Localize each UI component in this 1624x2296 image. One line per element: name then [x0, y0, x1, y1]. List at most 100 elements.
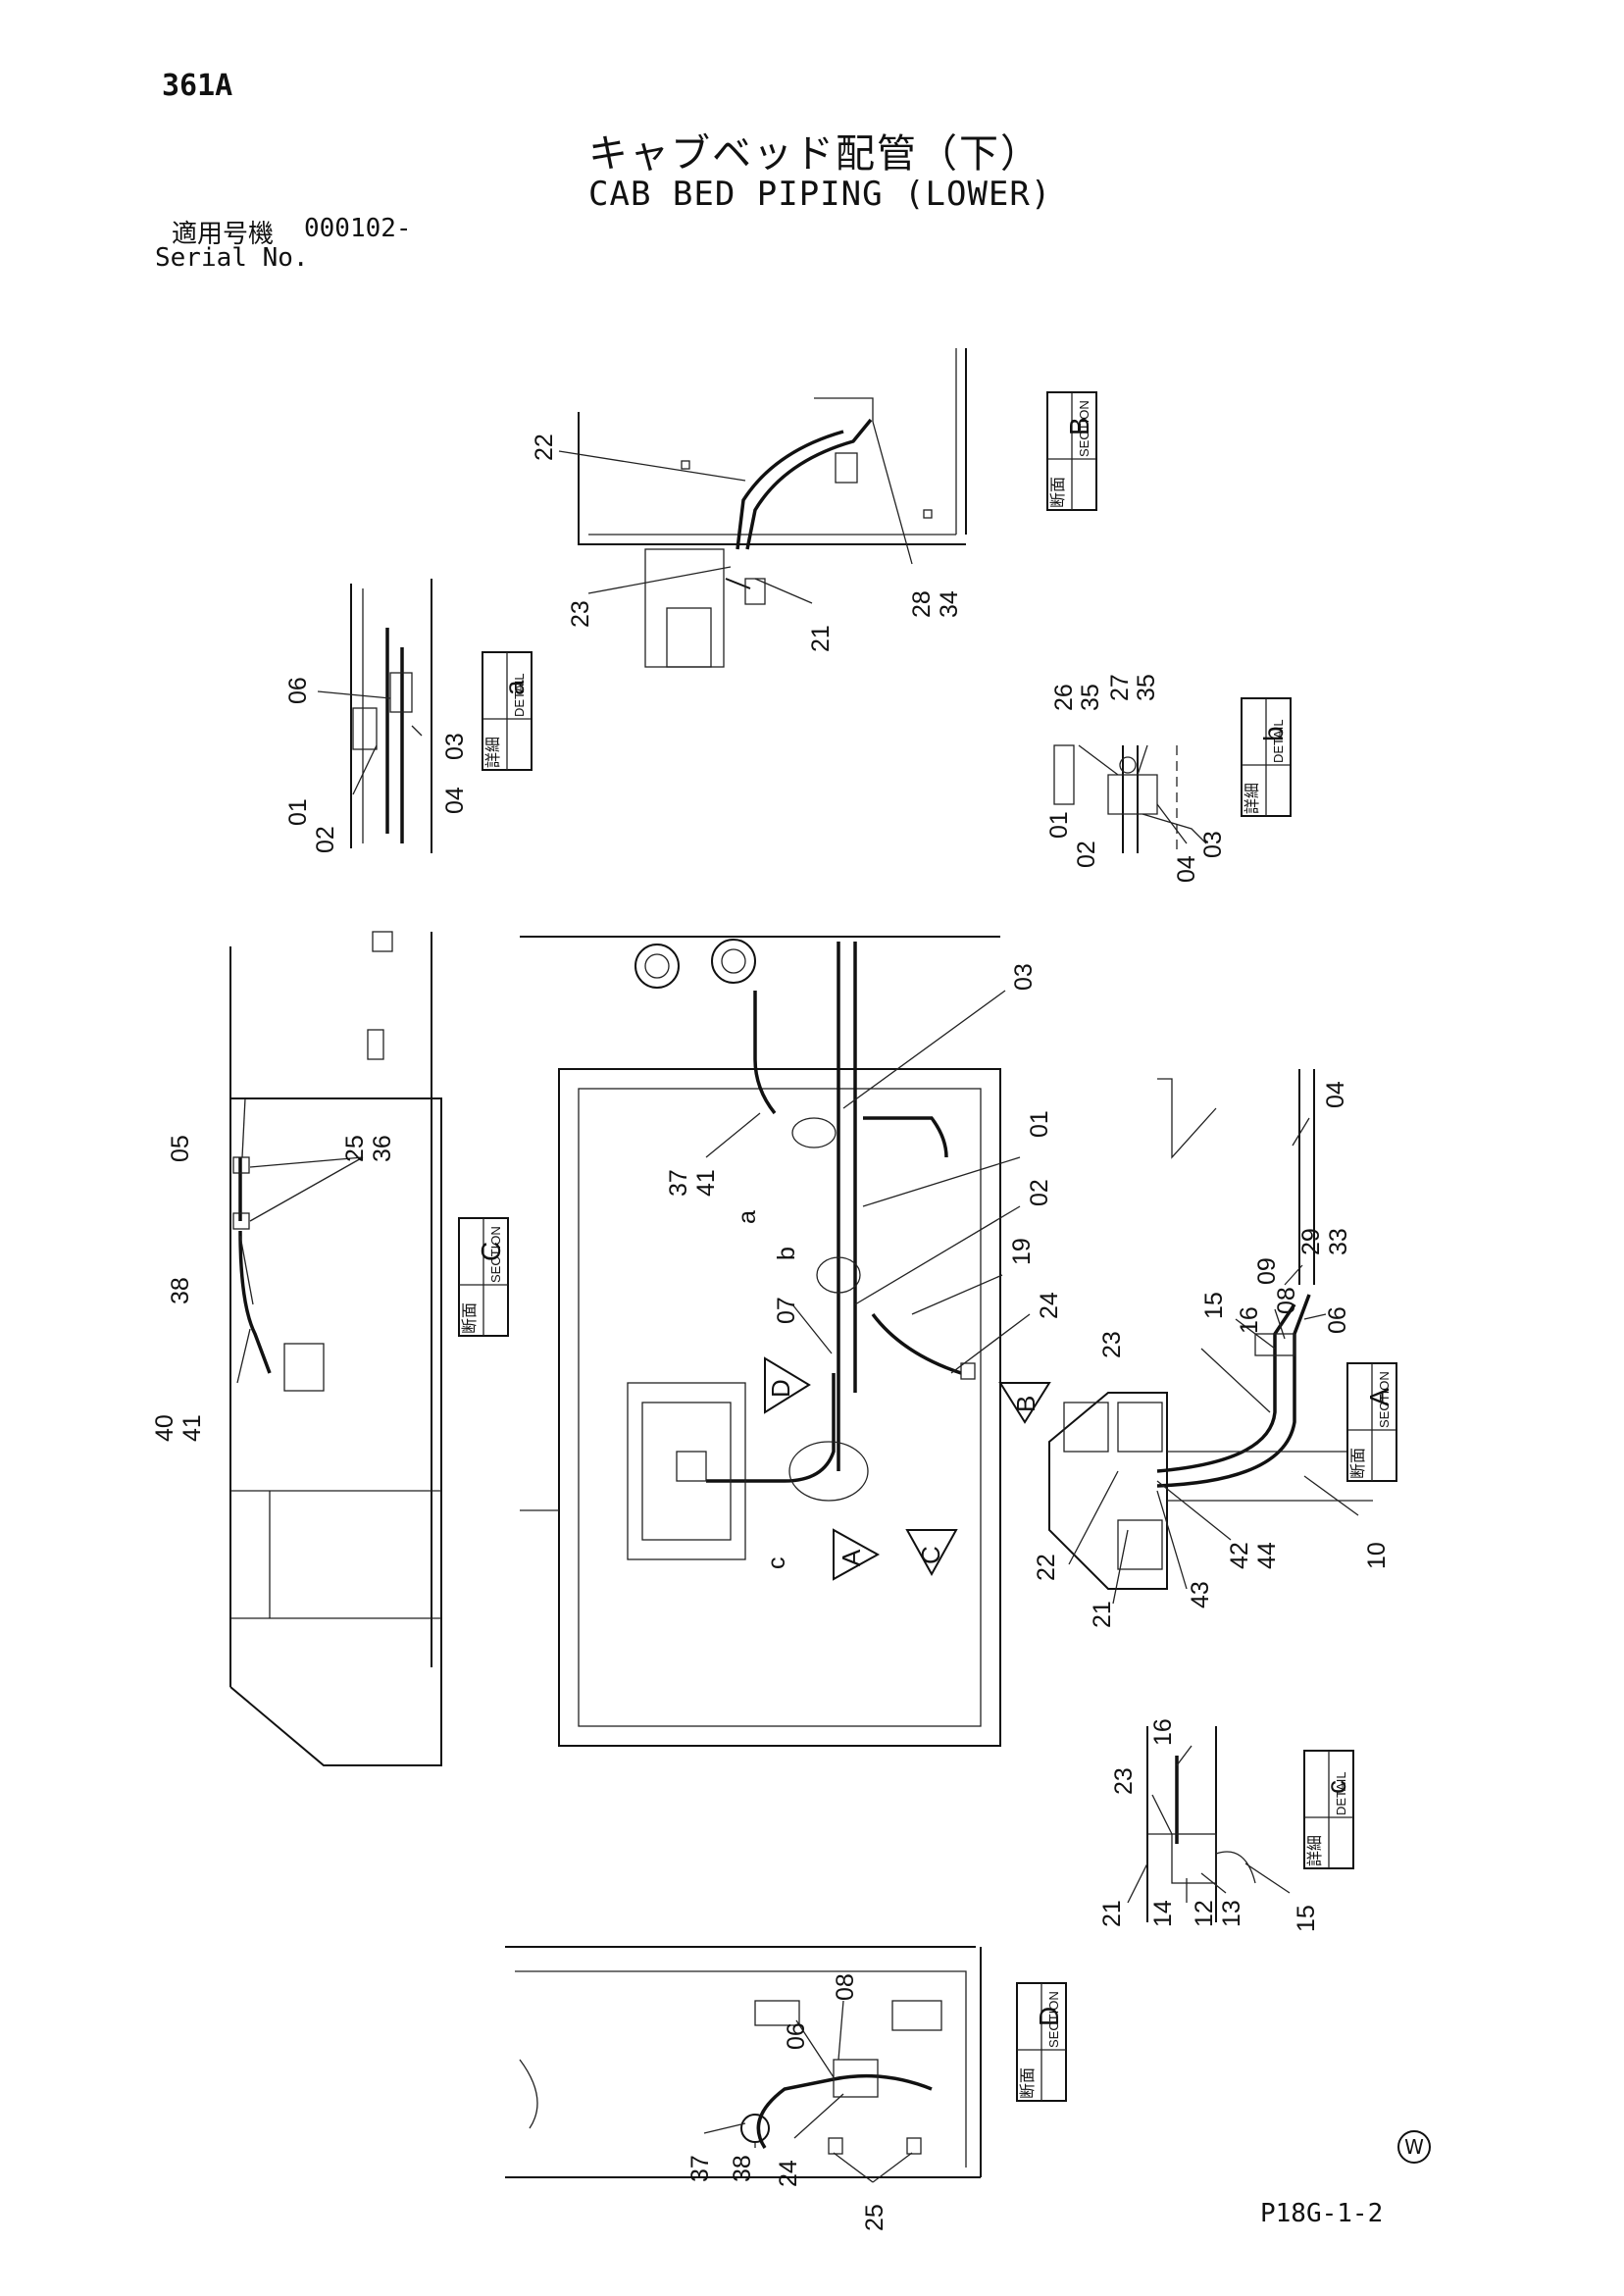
arrow-label-d: D: [766, 1379, 795, 1398]
callout-15: 15: [1293, 1905, 1320, 1932]
section-c-view: [229, 931, 442, 1766]
main-plan-view: [520, 936, 1051, 1747]
callout-02: 02: [312, 826, 339, 853]
section-a-word-en: SECTION: [1377, 1371, 1392, 1428]
callout-06: 06: [284, 677, 312, 704]
callout-16: 16: [1149, 1718, 1177, 1746]
callout-28: 28: [908, 590, 936, 618]
detail-c-word-jp: 詳細: [1306, 1835, 1324, 1866]
section-a-tag: 断面 SECTION A: [1346, 1362, 1397, 1482]
callout-24: 24: [1036, 1292, 1063, 1319]
callout-13: 13: [1218, 1900, 1245, 1927]
callout-01: 01: [1026, 1110, 1053, 1138]
detail-c-view: [1146, 1726, 1256, 1922]
detail-a-tag: 詳細 DETAIL a: [482, 651, 533, 771]
title-japanese: キャブベッド配管（下）: [588, 131, 1041, 177]
detail-b-word-jp: 詳細: [1243, 783, 1261, 814]
callout-04: 04: [1173, 855, 1200, 883]
callout-01: 01: [1045, 811, 1073, 839]
serial-label-english: Serial No.: [155, 243, 309, 273]
callout-22: 22: [1033, 1554, 1060, 1581]
callout-03: 03: [441, 733, 469, 760]
callout-03: 03: [1199, 831, 1227, 858]
callout-23: 23: [1110, 1767, 1138, 1795]
callout-21: 21: [807, 625, 835, 652]
section-c-callouts: 05 25 36 38 40 41: [151, 1135, 396, 1442]
callout-12: 12: [1191, 1900, 1218, 1927]
callout-05: 05: [167, 1135, 194, 1162]
detail-a-word-jp: 詳細: [484, 737, 502, 768]
section-b-callouts: 22 23 21 28 34: [531, 434, 963, 652]
callout-36: 36: [369, 1135, 396, 1162]
section-d-word-jp: 断面: [1019, 2067, 1037, 2099]
callout-19: 19: [1008, 1238, 1036, 1265]
section-d-letter: D: [1034, 2007, 1064, 2026]
section-c-word-en: SECTION: [488, 1226, 503, 1283]
section-b-word-en: SECTION: [1077, 400, 1091, 457]
callout-38: 38: [167, 1277, 194, 1304]
detail-a-word-en: DETAIL: [512, 673, 527, 717]
section-d-callouts: 08 06 37 38 24 25: [686, 1973, 888, 2231]
detail-c-tag: 詳細 DETAIL c: [1303, 1750, 1354, 1869]
callout-42: 42: [1226, 1542, 1253, 1569]
detail-b-letter: b: [1258, 726, 1289, 741]
callout-09: 09: [1253, 1257, 1281, 1285]
page-number: 361A: [162, 69, 233, 103]
callout-43: 43: [1187, 1581, 1214, 1608]
title-english: CAB BED PIPING (LOWER): [588, 175, 1052, 214]
callout-25: 25: [341, 1135, 369, 1162]
callout-35b: 35: [1133, 674, 1160, 701]
section-b-view: [578, 348, 967, 668]
detail-b-word-en: DETAIL: [1271, 719, 1286, 763]
callout-15: 15: [1200, 1292, 1228, 1319]
callout-16: 16: [1236, 1306, 1263, 1334]
section-c-tag: 断面 SECTION C: [458, 1217, 509, 1337]
callout-14: 14: [1149, 1900, 1177, 1927]
callout-06: 06: [1324, 1306, 1351, 1334]
detail-c-callouts: 16 23 21 14 12 13 15: [1098, 1718, 1320, 1932]
callout-22: 22: [531, 434, 558, 461]
serial-label-japanese: 適用号機: [172, 220, 275, 249]
callout-41: 41: [178, 1414, 206, 1442]
callout-25: 25: [861, 2204, 888, 2231]
section-d-view: [505, 1946, 982, 2178]
section-a-callouts: 04 29 33 09 08 06 16 15 23 22 21 43 42 4…: [1033, 1081, 1391, 1628]
detail-b-tag: 詳細 DETAIL b: [1241, 697, 1292, 817]
section-c-letter: C: [476, 1242, 506, 1261]
callout-10: 10: [1363, 1542, 1391, 1569]
section-c-word-jp: 断面: [461, 1302, 479, 1334]
callout-a: a: [734, 1210, 761, 1224]
section-b-word-jp: 断面: [1049, 477, 1067, 508]
callout-29: 29: [1297, 1228, 1325, 1255]
callout-02: 02: [1073, 841, 1100, 868]
section-a-letter: A: [1364, 1388, 1395, 1406]
main-callouts: 03 01 02 37 41 a b 19 07 24 c: [665, 963, 1063, 1569]
callout-23: 23: [567, 600, 594, 628]
callout-c: c: [763, 1557, 790, 1570]
detail-c-letter: c: [1321, 1780, 1351, 1794]
callout-08: 08: [1273, 1287, 1300, 1314]
detail-c-word-en: DETAIL: [1334, 1771, 1348, 1815]
section-b-tag: 断面 SECTION B: [1046, 391, 1097, 511]
arrow-label-b: B: [1011, 1396, 1040, 1412]
arrow-label-c: C: [916, 1546, 945, 1564]
detail-a-callouts: 06 01 02 03 04: [284, 677, 469, 853]
callout-27: 27: [1106, 674, 1134, 701]
callout-38: 38: [729, 2155, 756, 2182]
callout-41: 41: [692, 1169, 720, 1197]
callout-02: 02: [1026, 1179, 1053, 1206]
callout-24: 24: [775, 2160, 802, 2187]
section-d-word-en: SECTION: [1046, 1991, 1061, 2048]
callout-21: 21: [1098, 1900, 1126, 1927]
callout-08: 08: [832, 1973, 859, 2001]
callout-40: 40: [151, 1414, 178, 1442]
serial-value: 000102-: [304, 214, 412, 243]
callout-34: 34: [936, 590, 963, 618]
callout-21: 21: [1089, 1601, 1116, 1628]
w-mark: W: [1397, 2130, 1431, 2164]
detail-b-view: [1053, 744, 1207, 853]
callout-06: 06: [783, 2022, 810, 2050]
main-arrow-labels: D B A C: [766, 1379, 1040, 1566]
callout-01: 01: [284, 798, 312, 826]
